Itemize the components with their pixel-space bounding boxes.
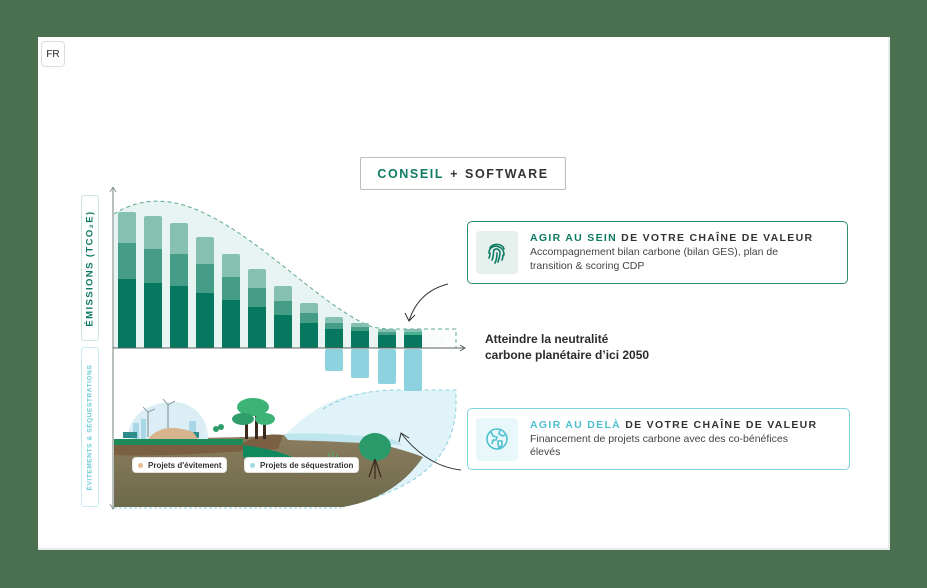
sequestration-bars: [325, 349, 422, 391]
arrow-up-icon: [400, 432, 462, 471]
emission-bars: [118, 212, 422, 348]
card-2-title-accent: AGIR AU DELÀ: [530, 418, 622, 431]
badge-rest: SOFTWARE: [465, 166, 549, 181]
emissions-axis-label: ÉMISSIONS (TCO₂E): [81, 195, 99, 341]
sequestration-dot: [250, 462, 255, 468]
card-within-value-chain: AGIR AU SEIN DE VOTRE CHAÎNE DE VALEUR A…: [467, 221, 848, 284]
arrow-down-icon: [408, 283, 449, 322]
globe-icon: [476, 417, 518, 461]
avoidance-axis-label: ÉVITEMENTS & SÉQUESTRATIONS: [81, 347, 99, 507]
fingerprint-icon: [476, 231, 518, 274]
goal-line-2: carbone planétaire d’ici 2050: [485, 348, 650, 362]
card-1-title-rest: DE VOTRE CHAÎNE DE VALEUR: [616, 232, 814, 244]
card-2-title-rest: DE VOTRE CHAÎNE DE VALEUR: [621, 418, 818, 431]
avoidance-dot: [138, 462, 143, 468]
badge-accent: CONSEIL: [377, 166, 445, 181]
legend-avoidance-label: Projets d'évitement: [148, 460, 222, 470]
goal-line-1: Atteindre la neutralité: [485, 332, 609, 346]
legend-avoidance: Projets d'évitement: [133, 458, 227, 472]
card-2-title: AGIR AU DELÀ DE VOTRE CHAÎNE DE VALEUR: [530, 419, 817, 431]
legend-sequestration: Projets de séquestration: [245, 458, 359, 472]
card-1-desc-line-2: transition & scoring CDP: [530, 259, 645, 272]
card-1-title: AGIR AU SEIN DE VOTRE CHAÎNE DE VALEUR: [530, 232, 813, 244]
avoidance-axis-text: ÉVITEMENTS & SÉQUESTRATIONS: [86, 364, 94, 490]
language-selector[interactable]: FR: [41, 41, 65, 67]
card-1-desc-line-1: Accompagnement bilan carbone (bilan GES)…: [530, 246, 779, 258]
slide-frame: FR CONSEIL + SOFTWARE ÉMISSIONS (TCO₂E) …: [38, 37, 890, 550]
card-beyond-value-chain: AGIR AU DELÀ DE VOTRE CHAÎNE DE VALEUR F…: [467, 408, 850, 470]
goal-text: Atteindre la neutralité carbone planétai…: [485, 331, 649, 363]
badge-plus: +: [450, 166, 460, 181]
card-1-title-accent: AGIR AU SEIN: [530, 232, 617, 244]
emissions-axis-text: ÉMISSIONS (TCO₂E): [84, 209, 96, 327]
card-1-description: Accompagnement bilan carbone (bilan GES)…: [530, 246, 813, 273]
card-2-desc-line-2: élevés: [530, 446, 561, 458]
legend-sequestration-label: Projets de séquestration: [260, 460, 354, 470]
card-2-description: Financement de projets carbone avec des …: [530, 433, 817, 460]
service-badge: CONSEIL + SOFTWARE: [360, 157, 566, 190]
card-2-desc-line-1: Financement de projets carbone avec des …: [530, 432, 788, 445]
